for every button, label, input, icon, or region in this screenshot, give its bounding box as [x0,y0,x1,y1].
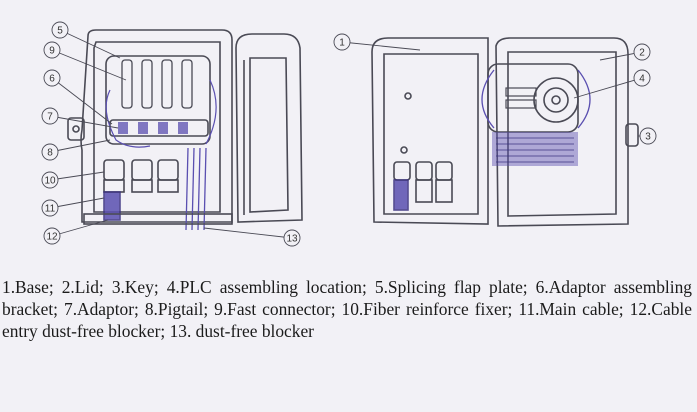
callout-2: 2 [599,43,651,61]
callout-11: 11 [41,197,105,217]
svg-text:10: 10 [44,176,56,187]
left-fast-connectors [121,59,193,109]
left-cable-entry-blocker [103,191,121,221]
legend-item-key: 3.Key; [111,277,159,297]
left-drop-cables [185,147,207,231]
callout-5: 5 [51,21,121,59]
right-base-outline [371,37,489,225]
parts-legend: 1.Base; 2.Lid; 3.Key; 4.PLC assembling l… [2,276,692,342]
callout-1: 1 [333,33,421,51]
distribution-box-diagram: 5 9 6 7 8 10 11 [41,21,657,247]
right-fiber-fixers [393,161,453,181]
svg-text:4: 4 [639,74,645,85]
callout-10: 10 [41,171,105,189]
legend-item-plc-location: 4.PLC assembling location; [166,277,367,297]
callout-8: 8 [41,139,111,161]
svg-text:12: 12 [46,232,58,243]
right-base-inner [383,53,479,215]
left-adaptors [118,122,188,134]
left-lid-outline [235,33,303,223]
left-side-tab [67,117,85,141]
right-key-tab [625,123,639,147]
svg-text:8: 8 [47,148,53,159]
left-base-inner [93,41,221,213]
svg-text:9: 9 [49,46,55,57]
svg-text:2: 2 [639,48,645,59]
callout-3: 3 [638,127,657,145]
callout-6: 6 [43,69,113,125]
left-fiber-fixers [103,159,179,181]
right-box-open-view [371,37,639,227]
right-cable-clamps [415,179,453,203]
svg-text:13: 13 [286,234,298,245]
right-fiber-loop [481,69,495,129]
left-fiber-loop [205,79,217,145]
callout-12: 12 [43,219,109,245]
left-callouts: 5 9 6 7 8 10 11 [41,21,301,247]
right-callouts: 1 2 4 3 [333,33,657,145]
legend-item-pigtail: 8.Pigtail; [144,299,209,319]
svg-text:5: 5 [57,26,63,37]
right-spool-hub [551,95,561,105]
svg-text:6: 6 [49,74,55,85]
right-plc-module [505,87,537,109]
left-splice-tray [105,55,211,145]
callout-7: 7 [41,107,119,129]
legend-item-main-cable: 11.Main cable; [518,299,624,319]
right-cable-entry-blocker [393,179,409,211]
left-side-tab-hole [72,125,80,133]
left-pigtail-loop [105,89,151,148]
right-lid-outline [495,37,629,227]
legend-item-dust-free-blocker: 13. dust-free blocker [169,321,314,341]
svg-text:3: 3 [645,132,651,143]
left-box-open-view [67,29,303,231]
right-plc-tray [487,63,579,133]
legend-item-cable-entry-blocker: 12.Cable entry dust-free blocker; [2,299,692,341]
legend-item-adaptor: 7.Adaptor; [64,299,139,319]
right-spool-inner [543,87,569,113]
callout-13: 13 [203,227,301,247]
svg-text:7: 7 [47,112,53,123]
legend-item-adaptor-bracket: 6.Adaptor assembling bracket; [2,277,692,319]
legend-item-base: 1.Base; [2,277,54,297]
right-splitter-lines [496,137,574,163]
legend-item-fast-connector: 9.Fast connector; [214,299,336,319]
right-spool-outer [533,77,579,123]
legend-item-fiber-reinforce-fixer: 10.Fiber reinforce fixer; [341,299,513,319]
left-bottom-rail [83,213,233,225]
right-base-hole-2 [400,146,408,154]
svg-text:1: 1 [339,38,345,49]
legend-item-lid: 2.Lid; [61,277,104,297]
right-splitter-fanout [492,132,578,166]
right-lid-inner [507,51,617,217]
left-cable-clamps [103,179,179,193]
legend-item-splicing-flap-plate: 5.Splicing flap plate; [374,277,528,297]
svg-text:11: 11 [45,204,56,215]
left-lid-inner [249,57,289,213]
right-base-hole [404,92,412,100]
right-fiber-loop-2 [577,69,591,129]
callout-4: 4 [573,69,651,99]
callout-9: 9 [43,41,127,81]
